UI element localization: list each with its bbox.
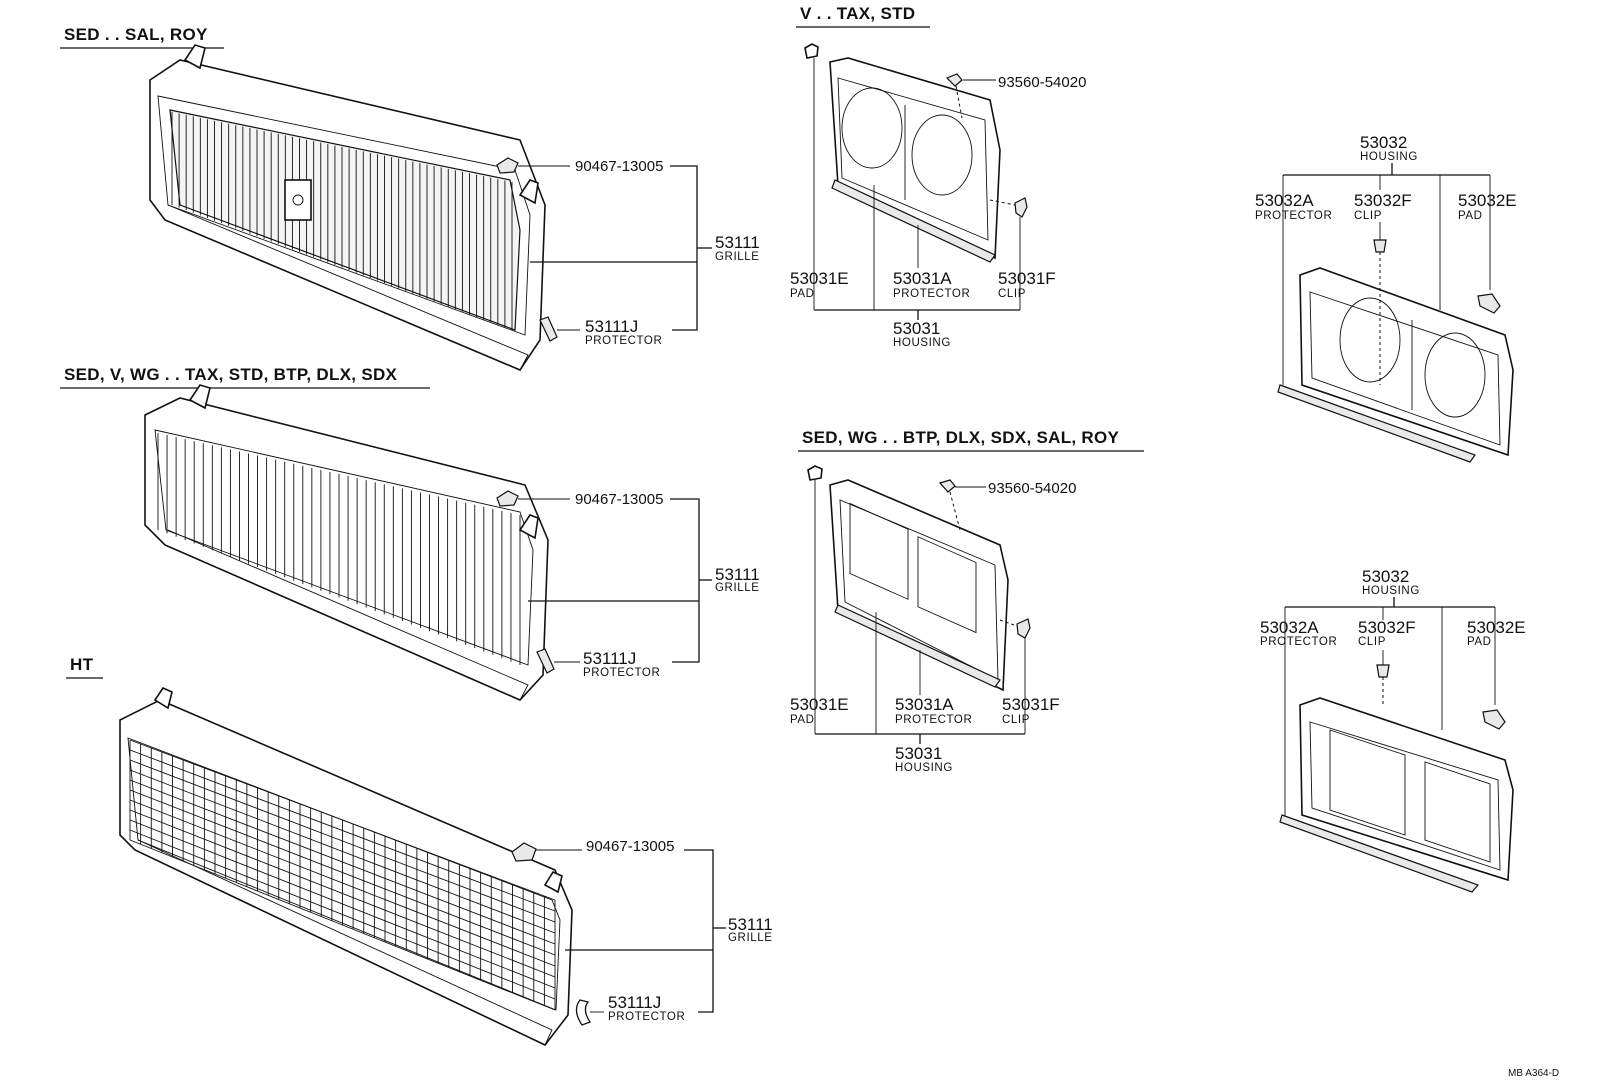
grille-mesh-line <box>129 769 556 934</box>
clip-part-number: 53031F <box>1002 695 1060 714</box>
housing-part-number: 53032 <box>1360 133 1407 152</box>
pad-desc: PAD <box>1458 210 1483 222</box>
grille-desc: GRILLE <box>715 582 760 594</box>
grille-mesh-line <box>129 839 556 1011</box>
protector-part-number: 53111J <box>585 317 638 336</box>
grille-sal-roy-group: SED . . SAL, ROY 90467-13005 53111J PROT… <box>60 25 760 371</box>
pad-desc: PAD <box>790 288 815 300</box>
grille-ht-drawing <box>119 686 573 1047</box>
grille-clip-drawing <box>496 157 519 174</box>
grille-mesh-line <box>129 779 556 945</box>
pad-part-number: 53031E <box>790 695 849 714</box>
grille-slats <box>171 112 513 330</box>
housing-part-number: 53031 <box>895 744 942 763</box>
grille-mesh-line <box>129 789 556 956</box>
protector-part-number: 53032A <box>1255 191 1314 210</box>
protector-part-number: 53031A <box>895 695 954 714</box>
pad-desc: PAD <box>1467 636 1492 648</box>
screw-part-number: 93560-54020 <box>998 74 1086 91</box>
grille-part-number: 53111 <box>715 565 760 584</box>
grille-clip-drawing <box>496 490 519 507</box>
protector-desc: PROTECTOR <box>893 288 970 300</box>
grille-std-drawing <box>144 384 549 701</box>
housing-screw-drawing <box>938 479 956 493</box>
grille-mesh-line <box>129 749 556 912</box>
clip-part-number: 53032F <box>1354 191 1412 210</box>
protector-desc: PROTECTOR <box>585 335 662 347</box>
grille-desc: GRILLE <box>715 251 760 263</box>
housing-clip-drawing <box>1016 618 1031 639</box>
pad-part-number: 53032E <box>1467 618 1526 637</box>
housing-desc: HOUSING <box>1362 585 1420 597</box>
housing-right-lower-drawing <box>1279 664 1514 893</box>
grille-clip-drawing <box>511 842 537 862</box>
grille-mesh-line <box>129 819 556 989</box>
clip-desc: CLIP <box>1002 714 1030 726</box>
housing-right-lower-group: 53032 HOUSING 53032A PROTECTOR 53032F CL… <box>1260 567 1526 893</box>
grille-ht-header: HT <box>70 655 94 674</box>
housing-btp-group: SED, WG . . BTP, DLX, SDX, SAL, ROY 9356… <box>790 428 1144 774</box>
housing-right-upper-drawing <box>1277 239 1514 463</box>
clip-part-number: 90467-13005 <box>586 838 674 855</box>
housing-part-number: 53031 <box>893 319 940 338</box>
clip-part-number: 53031F <box>998 269 1056 288</box>
grille-part-number: 53111 <box>715 233 760 252</box>
housing-clip-drawing <box>1014 197 1028 218</box>
figure-code: MB A364-D <box>1508 1068 1559 1079</box>
grille-mesh-line <box>129 809 556 978</box>
housing-btp-drawing <box>807 465 1009 692</box>
protector-part-number: 53032A <box>1260 618 1319 637</box>
grille-sal-roy-header: SED . . SAL, ROY <box>64 25 208 44</box>
protector-desc: PROTECTOR <box>583 667 660 679</box>
protector-desc: PROTECTOR <box>1260 636 1337 648</box>
clip-part-number: 90467-13005 <box>575 158 663 175</box>
housing-desc: HOUSING <box>1360 151 1418 163</box>
grille-mesh-line <box>129 829 556 1000</box>
grille-desc: GRILLE <box>728 932 773 944</box>
grille-slats <box>157 433 521 665</box>
housing-tax-std-drawing <box>804 43 1001 263</box>
grille-part-number: 53111 <box>728 915 773 934</box>
protector-desc: PROTECTOR <box>1255 210 1332 222</box>
protector-part-number: 53111J <box>608 993 661 1012</box>
pad-desc: PAD <box>790 714 815 726</box>
grille-sal-roy-drawing <box>149 44 546 371</box>
housing-btp-header: SED, WG . . BTP, DLX, SDX, SAL, ROY <box>802 428 1120 447</box>
grille-mesh-line <box>129 799 556 967</box>
housing-tax-std-group: V . . TAX, STD 93560-54020 53031E PAD 53… <box>790 4 1086 349</box>
protector-part-number: 53111J <box>583 649 636 668</box>
clip-desc: CLIP <box>1358 636 1386 648</box>
protector-desc: PROTECTOR <box>608 1011 685 1023</box>
housing-part-number: 53032 <box>1362 567 1409 586</box>
housing-desc: HOUSING <box>895 762 953 774</box>
screw-part-number: 93560-54020 <box>988 480 1076 497</box>
grille-protector-drawing <box>575 999 591 1026</box>
grille-std-group: SED, V, WG . . TAX, STD, BTP, DLX, SDX 9… <box>60 365 760 701</box>
grille-emblem <box>284 179 312 221</box>
grille-ht-group: HT 90467-13005 53111J PROTECTOR 53111 GR… <box>66 655 773 1047</box>
grille-mesh-line <box>129 739 556 901</box>
protector-part-number: 53031A <box>893 269 952 288</box>
clip-part-number: 53032F <box>1358 618 1416 637</box>
housing-desc: HOUSING <box>893 337 951 349</box>
clip-part-number: 90467-13005 <box>575 491 663 508</box>
pad-part-number: 53031E <box>790 269 849 288</box>
clip-desc: CLIP <box>1354 210 1382 222</box>
grille-protector-drawing <box>539 316 558 342</box>
protector-desc: PROTECTOR <box>895 714 972 726</box>
pad-part-number: 53032E <box>1458 191 1517 210</box>
grille-std-header: SED, V, WG . . TAX, STD, BTP, DLX, SDX <box>64 365 398 384</box>
housing-screw-drawing <box>945 73 963 87</box>
grille-mesh-line <box>129 759 556 923</box>
housing-tax-std-header: V . . TAX, STD <box>800 4 915 23</box>
clip-desc: CLIP <box>998 288 1026 300</box>
grille-mesh <box>129 739 556 1011</box>
grille-protector-drawing <box>536 648 555 674</box>
housing-right-upper-group: 53032 HOUSING 53032A PROTECTOR 53032F CL… <box>1255 133 1517 463</box>
